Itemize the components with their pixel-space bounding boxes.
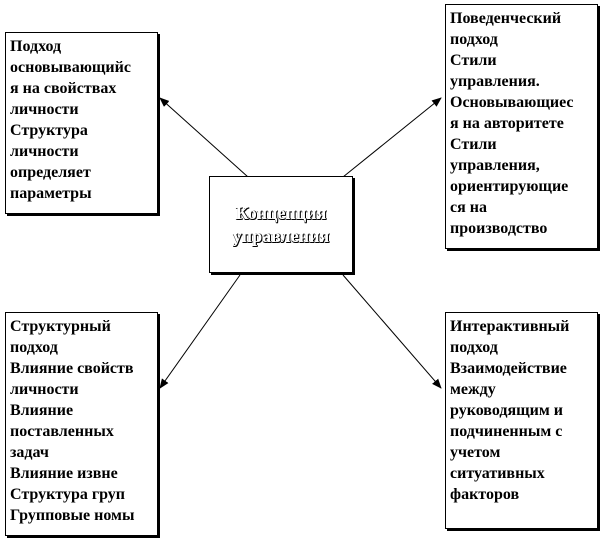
box-line: ориентирующие [450,178,569,195]
box-line: Групповые номы [10,507,135,524]
box-line: личности [10,143,79,160]
box-line: Подход [10,38,62,55]
box-line: Интерактивный [450,318,570,335]
arrow-to-top-right [342,97,442,178]
box-line: Структура груп [10,486,126,503]
box-line: Влияние извне [10,465,118,482]
box-line: параметры [10,185,92,202]
box-line: управления. [450,73,540,90]
box-line: учетом [450,444,501,461]
box-line: Стили [450,52,497,69]
arrow-to-bottom-left [159,274,241,389]
behavioral-approach-box: Поведенческий подход Стили управления. О… [445,4,598,249]
box-line: Взаимодействие [450,360,567,377]
box-line: я на свойствах [10,80,117,97]
arrow-to-bottom-right [342,274,442,389]
box-line: ситуативных [450,465,545,482]
box-line: управления, [450,157,540,174]
box-line: Влияние свойств [10,360,134,377]
box-line: ся на [450,199,487,216]
structural-approach-box: Структурный подход Влияние свойств лично… [5,312,158,536]
box-line: Основывающиес [450,94,574,111]
box-line: между [450,381,496,398]
box-line: личности [10,101,79,118]
center-title-line: Концепция [235,202,327,223]
box-line: подход [450,339,498,356]
box-line: я на авторитете [450,115,564,132]
interactive-approach-box: Интерактивный подход Взаимодействие межд… [445,312,598,529]
box-line: личности [10,381,79,398]
box-line: производство [450,220,548,237]
box-line: Структура [10,122,88,139]
box-line: поставленных [10,423,114,440]
box-line: подход [10,339,58,356]
box-line: факторов [450,486,520,503]
box-line: Влияние [10,402,74,419]
box-line: определяет [10,164,91,181]
box-line: подчиненным с [450,423,563,440]
box-line: подход [450,31,498,48]
personality-approach-box: Подход основывающийс я на свойствах личн… [5,32,158,214]
center-title-line: управления [232,225,330,246]
box-line: Стили [450,136,497,153]
arrow-to-top-left [159,97,249,178]
box-line: руководящим и [450,402,563,419]
box-line: основывающийс [10,59,131,76]
box-line: Структурный [10,318,111,335]
box-line: задач [10,444,49,461]
box-line: Поведенческий [450,10,562,27]
management-concept-box: Концепция управления [209,176,353,273]
